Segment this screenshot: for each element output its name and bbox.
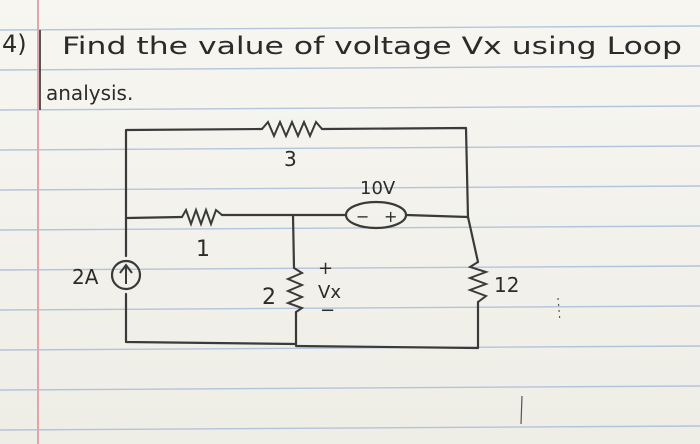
vs-minus-label: − <box>356 207 369 226</box>
up-arrow-icon <box>119 263 133 284</box>
resistor-2-label: 2 <box>262 285 276 310</box>
voltage-source <box>344 200 408 230</box>
circuit-wires <box>124 126 480 350</box>
vs-plus-label: + <box>384 207 397 226</box>
ruled-lines <box>0 25 700 431</box>
problem-line-1: Find the value of voltage Vx using Loop <box>62 32 682 60</box>
vx-label: Vx <box>318 282 341 303</box>
resistor-3-label: 3 <box>284 147 297 171</box>
resistor-2-ohm <box>285 267 305 313</box>
vx-plus-label: + <box>318 258 333 279</box>
problem-number: 4) <box>2 30 27 58</box>
problem-line-2: analysis. <box>46 81 133 105</box>
resistor-3-ohm <box>261 119 323 139</box>
vx-minus-label: − <box>320 300 335 321</box>
voltage-source-label: 10V <box>360 178 396 199</box>
resistor-1-ohm <box>181 207 223 227</box>
resistor-12-ohm <box>467 261 490 303</box>
resistor-1-label: 1 <box>196 237 210 262</box>
stray-marks <box>520 297 561 425</box>
resistor-12-label: 12 <box>494 273 519 297</box>
current-source <box>110 259 142 291</box>
current-source-label: 2A <box>72 265 99 289</box>
